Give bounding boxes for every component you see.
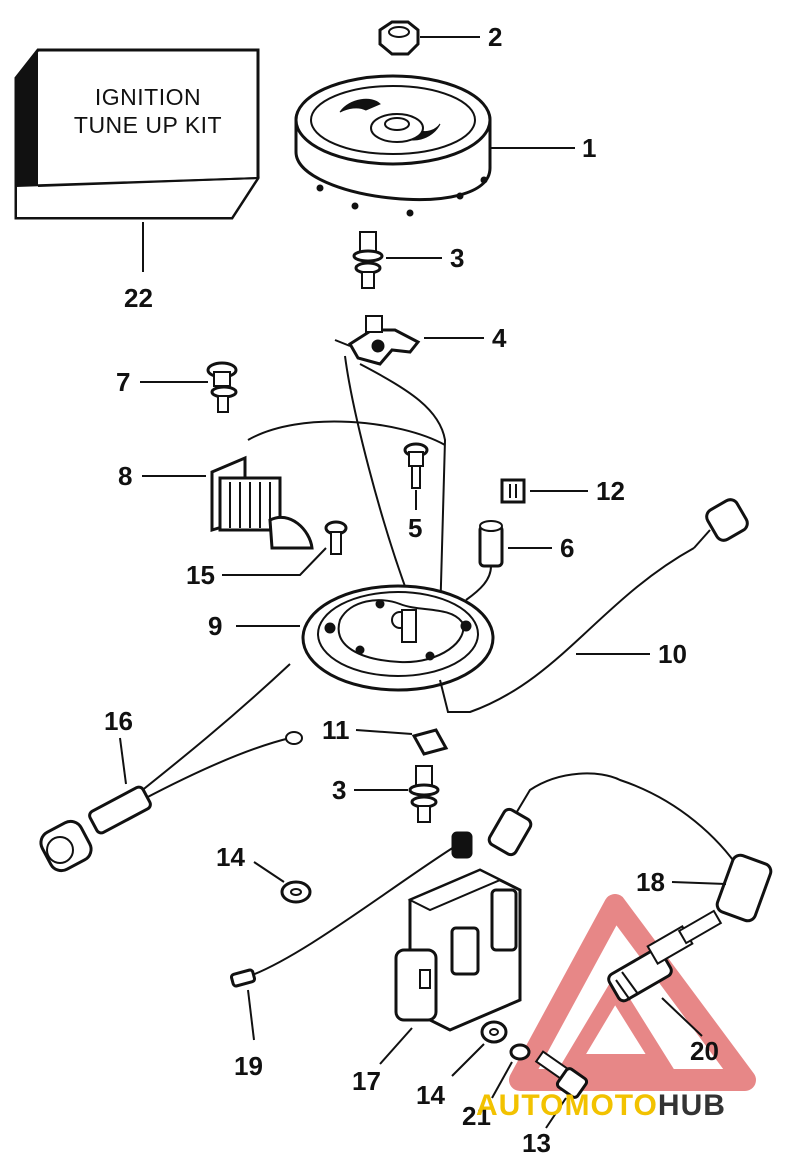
condenser-part-6 xyxy=(465,520,504,601)
leader-15 xyxy=(222,547,327,576)
fastener-part-3-lower xyxy=(408,765,440,823)
leader-19 xyxy=(247,989,255,1041)
callout-9: 9 xyxy=(208,611,222,641)
watermark-triangle xyxy=(509,894,756,1091)
callout-7: 7 xyxy=(116,367,130,397)
clip-part-12 xyxy=(500,478,526,504)
callout-8: 8 xyxy=(118,461,132,491)
leader-14-lower xyxy=(451,1043,485,1077)
callout-22: 22 xyxy=(124,283,153,313)
callout-15: 15 xyxy=(186,560,215,590)
lockwasher-part-21 xyxy=(509,1043,531,1061)
leader-20 xyxy=(661,997,703,1037)
callout-11: 11 xyxy=(322,715,350,745)
callout-14-upper: 14 xyxy=(216,842,245,872)
breaker-points-part-4 xyxy=(334,315,421,366)
wiring-harness-part-16 xyxy=(39,663,303,873)
stator-plate-part-9 xyxy=(301,584,495,692)
callout-3-upper: 3 xyxy=(450,243,464,273)
callout-6: 6 xyxy=(560,533,574,563)
washer-part-14-upper xyxy=(280,880,312,904)
callout-2: 2 xyxy=(488,22,502,52)
leader-21 xyxy=(491,1061,513,1099)
callout-19: 19 xyxy=(234,1051,263,1081)
callout-5: 5 xyxy=(408,513,422,543)
clip-part-11 xyxy=(411,728,449,756)
callout-20: 20 xyxy=(690,1036,719,1066)
wire-coil xyxy=(247,420,446,446)
spark-plug-lead-part-18 xyxy=(487,772,773,923)
callout-16: 16 xyxy=(104,706,133,736)
callout-13: 13 xyxy=(522,1128,551,1158)
flywheel-part-1 xyxy=(294,74,492,217)
svg-text:AUTOMOTOHUB: AUTOMOTOHUB xyxy=(476,1089,726,1122)
leader-17 xyxy=(379,1027,413,1065)
watermark-text-hub: HUB xyxy=(658,1089,726,1122)
lead-wire-part-10 xyxy=(439,498,749,713)
callout-14-lower: 14 xyxy=(416,1080,445,1110)
leader-18 xyxy=(671,881,727,885)
wire-breaker-a xyxy=(344,355,411,601)
nut-part-2 xyxy=(378,20,420,56)
terminal-part-19 xyxy=(229,968,257,988)
washer-part-14-lower xyxy=(480,1020,508,1044)
callout-12: 12 xyxy=(596,476,625,506)
leader-16 xyxy=(119,737,127,785)
fastener-part-3-upper xyxy=(352,231,384,289)
callout-4: 4 xyxy=(492,323,507,353)
callout-3-lower: 3 xyxy=(332,775,346,805)
leader-14-upper xyxy=(253,861,285,883)
callout-1: 1 xyxy=(582,133,596,163)
charge-coil-part-8 xyxy=(210,455,314,550)
screw-part-5 xyxy=(403,442,429,489)
screw-part-7 xyxy=(206,361,238,413)
watermark-logo: AUTOMOTOHUB xyxy=(476,1089,726,1122)
kit-label-line1: IGNITION xyxy=(95,84,201,110)
ignition-tune-up-kit-box: IGNITION TUNE UP KIT xyxy=(14,48,260,220)
leader-11 xyxy=(355,729,413,735)
screw-part-15 xyxy=(324,520,348,555)
kit-label-line2: TUNE UP KIT xyxy=(74,112,222,138)
ignition-coil-part-17 xyxy=(243,831,522,1032)
leader-13 xyxy=(545,1097,567,1129)
callout-10: 10 xyxy=(658,639,687,669)
callout-21: 21 xyxy=(462,1101,491,1131)
wire-breaker-b xyxy=(359,363,447,621)
callout-17: 17 xyxy=(352,1066,381,1096)
callout-18: 18 xyxy=(636,867,665,897)
spark-plug-part-20 xyxy=(607,909,723,1003)
watermark-text-automoto: AUTOMOTO xyxy=(476,1089,658,1122)
bolt-part-13 xyxy=(534,1050,589,1099)
